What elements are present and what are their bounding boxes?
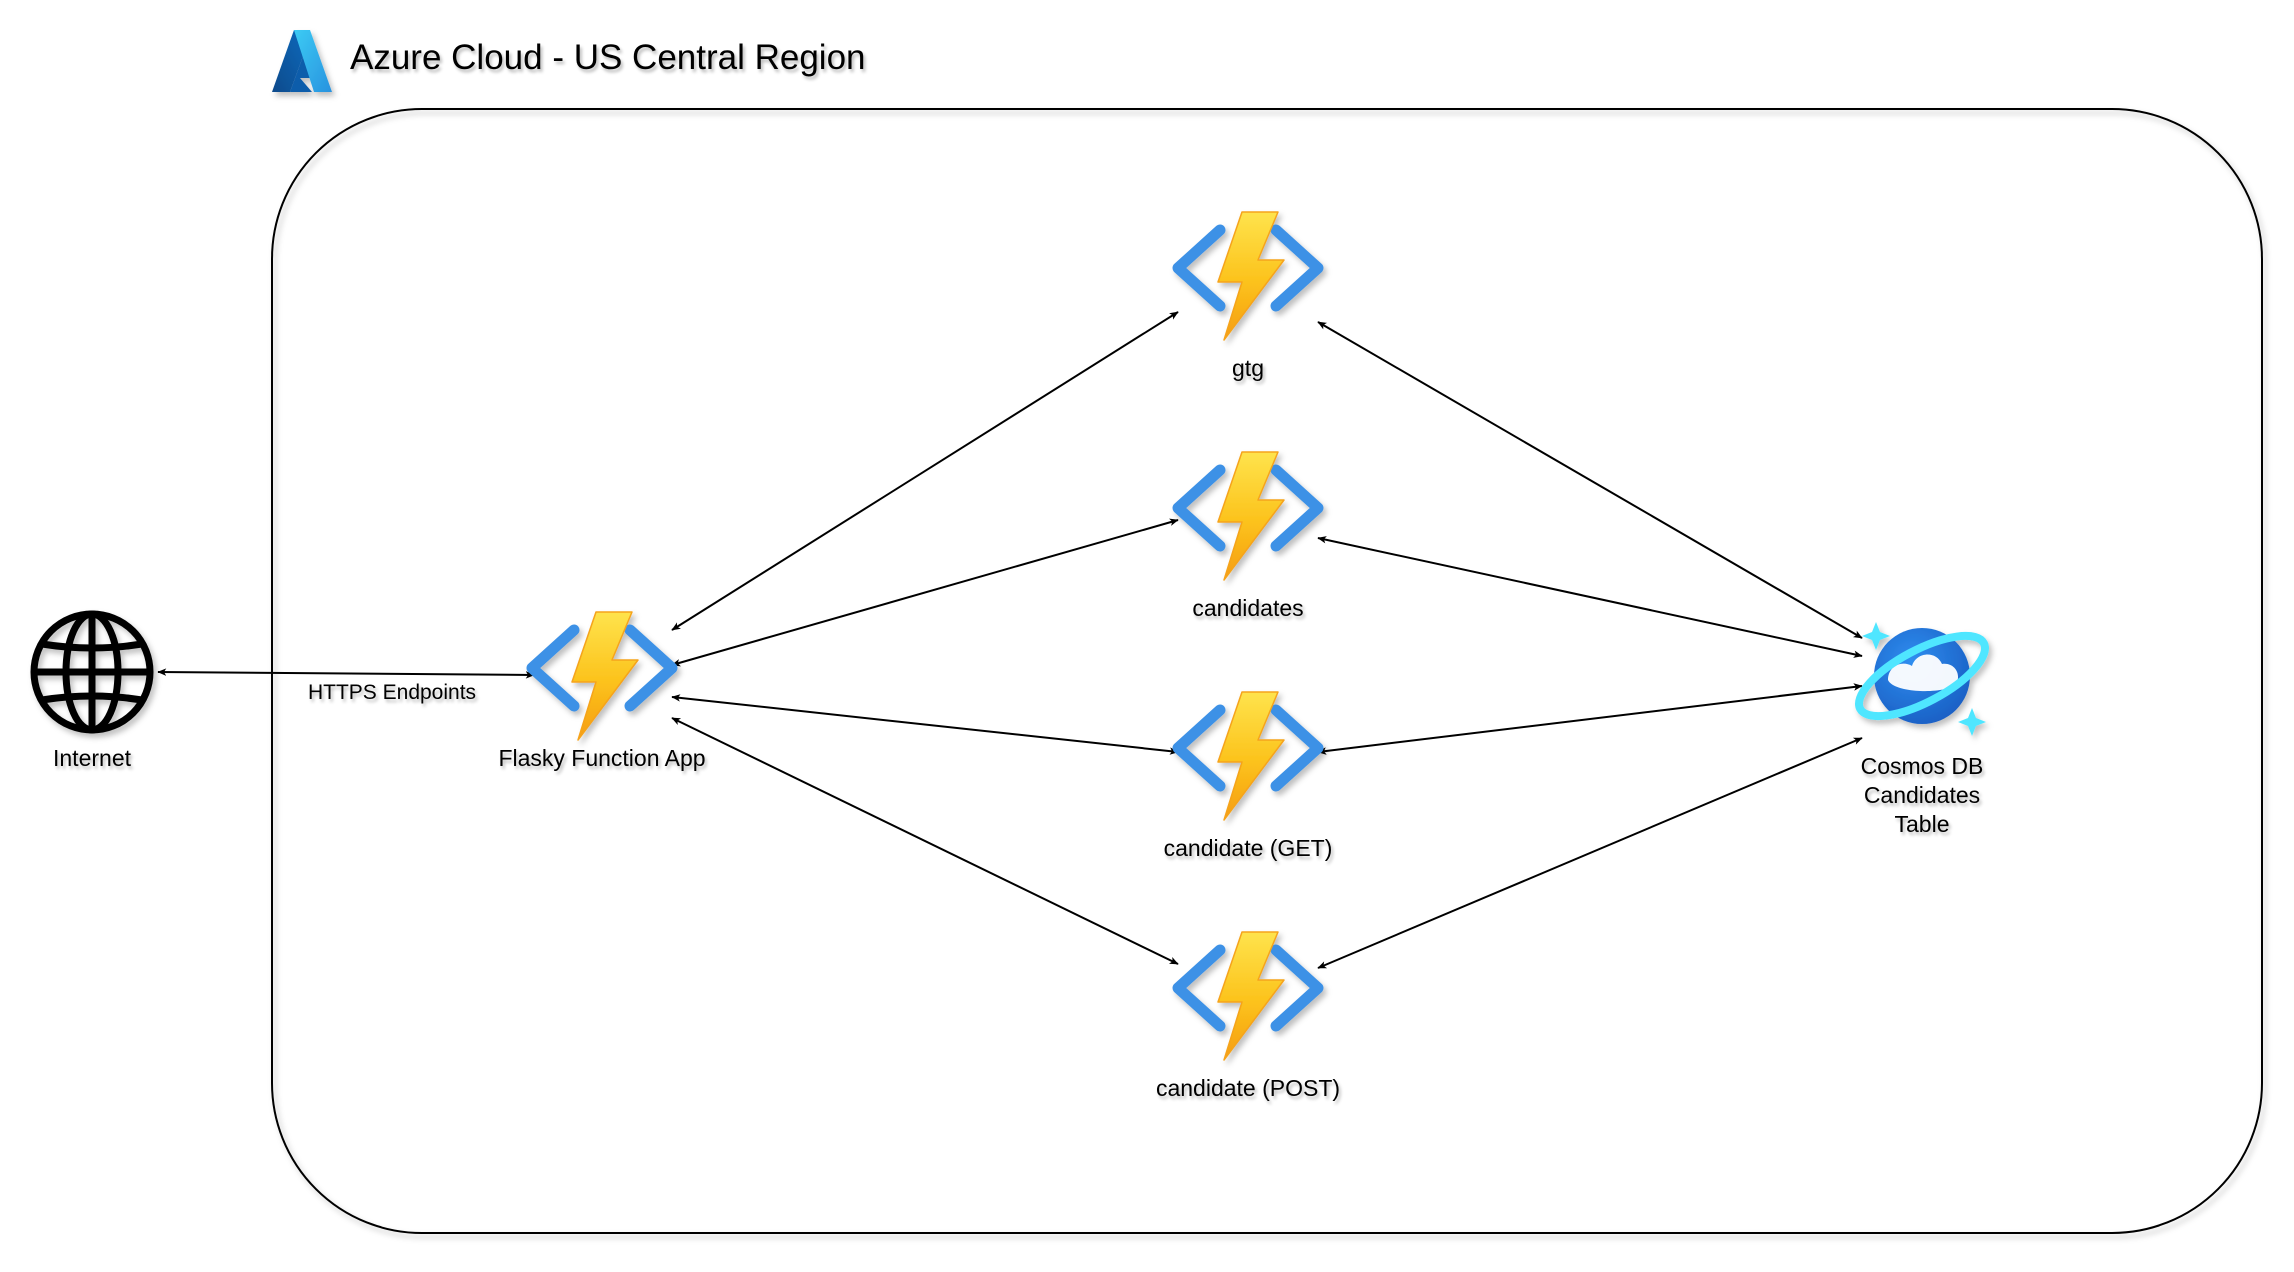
arrow-internet-function-app	[157, 668, 535, 679]
function-label-candidates: candidates	[1192, 595, 1304, 621]
database-label-line-1: Cosmos DB	[1860, 753, 1984, 779]
azure-logo-icon	[272, 30, 332, 92]
function-icon-candidates	[1178, 452, 1318, 580]
arrow-candidates-cosmos	[1317, 536, 1863, 658]
cosmos-db-icon	[1854, 622, 1990, 736]
database-label: Cosmos DB Candidates Table	[1842, 752, 2002, 839]
function-icon-gtg	[1178, 212, 1318, 340]
function-label-candidate-post: candidate (POST)	[1155, 1075, 1341, 1101]
function-icon-candidate-get	[1178, 692, 1318, 820]
function-icon-candidate-post	[1178, 932, 1318, 1060]
database-label-line-3: Table	[1894, 811, 1950, 837]
function-label-gtg: gtg	[1232, 355, 1264, 381]
arrow-gtg-cosmos	[1317, 321, 1863, 639]
arrow-candidate-post-cosmos	[1317, 737, 1863, 969]
connections	[157, 311, 1863, 969]
arrow-app-candidate-get	[671, 694, 1179, 755]
database-label-line-2: Candidates	[1863, 782, 1981, 808]
arrow-app-candidate-post	[671, 717, 1179, 965]
arrow-app-gtg	[671, 311, 1179, 631]
function-app-icon	[532, 612, 672, 740]
arrow-app-candidates	[671, 518, 1179, 667]
function-label-candidate-get: candidate (GET)	[1163, 835, 1333, 861]
globe-icon	[30, 610, 154, 734]
function-app-label: Flasky Function App	[498, 745, 706, 771]
arrow-candidate-get-cosmos	[1317, 683, 1863, 755]
internet-label: Internet	[53, 745, 131, 771]
region-title: Azure Cloud - US Central Region	[350, 38, 866, 77]
connection-label: HTTPS Endpoints	[307, 681, 477, 704]
